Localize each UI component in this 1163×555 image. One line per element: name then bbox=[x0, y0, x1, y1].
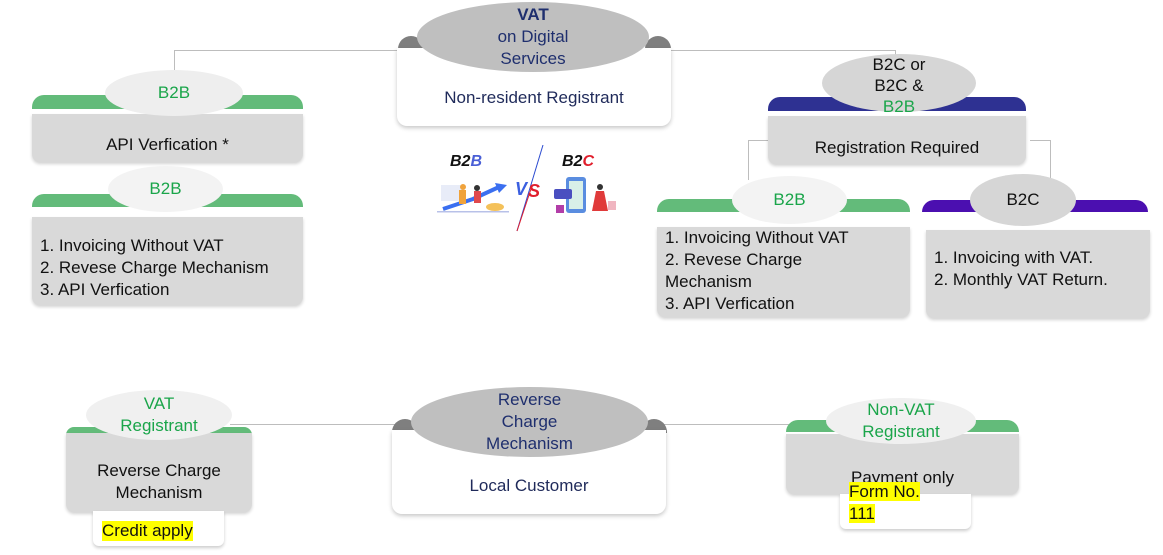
left-top-badge: B2B bbox=[105, 70, 243, 116]
list-item: 1. Invoicing with VAT. bbox=[934, 248, 1094, 267]
left-bottom-badge: B2B bbox=[108, 166, 223, 212]
right-b2b-list: 1. Invoicing Without VAT 2. Revese Charg… bbox=[657, 227, 910, 315]
registration-text: Registration Required bbox=[814, 138, 980, 157]
root-subtitle: Non-resident Registrant bbox=[444, 88, 624, 107]
root-cap-right bbox=[645, 36, 671, 50]
connector-root-left bbox=[174, 50, 399, 51]
list-item: 3. API Verfication bbox=[665, 294, 795, 313]
left-top-text: API Verfication * bbox=[106, 135, 229, 154]
list-item: 2. Revese Charge bbox=[665, 250, 803, 269]
non-vat-registrant-badge-line2: Registrant bbox=[862, 422, 940, 441]
root-title-line3: Services bbox=[500, 49, 566, 68]
root-title-bold: VAT bbox=[517, 5, 549, 24]
list-item: 3. API Verfication bbox=[40, 280, 170, 299]
right-b2b-badge: B2B bbox=[732, 176, 847, 224]
connector-reg-left bbox=[748, 140, 770, 141]
registration-badge: B2C or B2C & B2B bbox=[822, 54, 976, 116]
vat-registrant-box: Reverse Charge Mechanism bbox=[66, 433, 252, 512]
credit-apply-note: Credit apply bbox=[93, 511, 224, 546]
svg-text:S: S bbox=[528, 181, 540, 201]
reverse-oval: Reverse Charge Mechanism bbox=[411, 387, 648, 457]
left-top-badge-label: B2B bbox=[157, 83, 191, 102]
reverse-line1: Reverse bbox=[497, 390, 562, 409]
b2b-illustration-icon bbox=[437, 183, 509, 213]
b2c-label: B2C bbox=[562, 153, 595, 170]
connector-bottom-right bbox=[660, 424, 795, 425]
root-title-line2: on Digital bbox=[497, 27, 569, 46]
list-item: 1. Invoicing Without VAT bbox=[40, 236, 224, 255]
right-b2c-badge: B2C bbox=[970, 174, 1076, 226]
form-number-note: Form No. 111 bbox=[840, 482, 971, 529]
registration-badge-line3: B2B bbox=[882, 96, 916, 116]
registration-badge-line1: B2C or bbox=[872, 54, 926, 74]
list-item: 1. Invoicing Without VAT bbox=[665, 228, 849, 247]
form-number-label: Form No. bbox=[849, 482, 920, 501]
b2c-illustration-icon bbox=[554, 177, 616, 213]
left-bottom-badge-label: B2B bbox=[149, 179, 182, 198]
non-vat-registrant-badge-line1: Non-VAT bbox=[867, 400, 935, 419]
right-b2c-list: 1. Invoicing with VAT. 2. Monthly VAT Re… bbox=[926, 230, 1150, 291]
root-oval: VAT on Digital Services bbox=[417, 2, 649, 72]
left-bottom-list: 1. Invoicing Without VAT 2. Revese Charg… bbox=[32, 217, 303, 301]
vat-registrant-badge-line1: VAT bbox=[143, 394, 175, 413]
list-item: 2. Monthly VAT Return. bbox=[934, 270, 1108, 289]
registration-badge-line2: B2C & bbox=[874, 75, 924, 95]
non-vat-registrant-badge: Non-VAT Registrant bbox=[826, 398, 976, 444]
form-number-value: 111 bbox=[849, 504, 875, 523]
b2b-label: B2B bbox=[450, 153, 483, 170]
left-top-box: API Verfication * bbox=[32, 114, 303, 162]
right-b2b-badge-label: B2B bbox=[773, 190, 806, 209]
credit-apply-text: Credit apply bbox=[102, 521, 193, 541]
reverse-line2: Charge bbox=[501, 412, 558, 431]
list-item: Mechanism bbox=[665, 272, 752, 291]
connector-root-left-drop bbox=[174, 50, 175, 72]
vat-registrant-line2: Mechanism bbox=[115, 482, 203, 502]
right-b2b-box: 1. Invoicing Without VAT 2. Revese Charg… bbox=[657, 227, 910, 317]
reverse-subtitle: Local Customer bbox=[469, 476, 589, 495]
connector-root-right bbox=[670, 50, 895, 51]
vat-registrant-badge-line2: Registrant bbox=[120, 416, 198, 435]
b2b-vs-b2c-graphic: B2B B2C V S bbox=[425, 145, 625, 235]
svg-text:V: V bbox=[515, 179, 529, 199]
connector-reg-right-drop bbox=[1050, 140, 1051, 180]
vat-registrant-badge: VAT Registrant bbox=[86, 390, 232, 440]
list-item: 2. Revese Charge Mechanism bbox=[40, 258, 269, 277]
left-bottom-box: 1. Invoicing Without VAT 2. Revese Charg… bbox=[32, 217, 303, 305]
right-b2c-box: 1. Invoicing with VAT. 2. Monthly VAT Re… bbox=[926, 230, 1150, 318]
connector-reg-right bbox=[1030, 140, 1051, 141]
connector-reg-left-drop bbox=[748, 140, 749, 180]
vs-icon: V S bbox=[515, 145, 544, 232]
reverse-line3: Mechanism bbox=[486, 434, 573, 453]
connector-bottom-left bbox=[230, 424, 400, 425]
registration-box: Registration Required bbox=[768, 116, 1026, 164]
vat-registrant-line1: Reverse Charge bbox=[97, 460, 221, 480]
right-b2c-badge-label: B2C bbox=[1006, 190, 1040, 209]
